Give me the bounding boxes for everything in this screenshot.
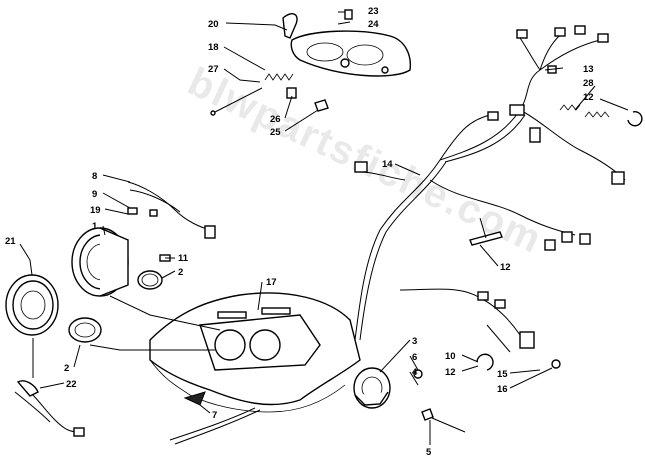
callout-24: 24 (368, 19, 379, 30)
dash-panel (149, 292, 361, 445)
callout-13: 13 (583, 64, 594, 75)
callout-6: 6 (412, 352, 417, 363)
gauge-speedometer (71, 227, 163, 297)
watermark: blwpartsfiche.com (181, 60, 549, 263)
callout-12-low: 12 (445, 367, 456, 378)
callout-4: 4 (412, 367, 418, 378)
callout-14: 14 (382, 159, 393, 170)
callout-17: 17 (266, 277, 277, 288)
callout-19: 19 (90, 205, 101, 216)
callout-2-lower: 2 (64, 363, 69, 374)
callout-20: 20 (208, 19, 219, 30)
callout-2-upper: 2 (178, 267, 183, 278)
callout-27: 27 (208, 64, 219, 75)
instrument-housing (210, 9, 412, 116)
fuel-gauge (353, 324, 561, 433)
callout-1: 1 (92, 221, 98, 232)
leader-lines (19, 11, 629, 445)
callout-25: 25 (270, 127, 281, 138)
tach-harness (14, 380, 85, 437)
callout-labels: 20 23 24 18 27 26 25 13 28 12 14 8 9 19 … (5, 6, 594, 458)
callout-11: 11 (178, 253, 189, 264)
callout-15: 15 (497, 369, 508, 380)
wiring-harness (354, 25, 643, 349)
callout-23: 23 (368, 6, 379, 17)
callout-9: 9 (92, 189, 97, 200)
callout-21: 21 (5, 236, 16, 247)
callout-8: 8 (92, 171, 97, 182)
callout-7: 7 (212, 410, 217, 421)
gauge-wire-harness (127, 181, 216, 262)
callout-16: 16 (497, 384, 508, 395)
callout-12-top: 12 (583, 92, 594, 103)
callout-18: 18 (208, 42, 219, 53)
callout-28: 28 (583, 78, 594, 89)
callout-5: 5 (426, 447, 432, 458)
callout-22: 22 (66, 379, 77, 390)
callout-3: 3 (412, 336, 417, 347)
gauge-tachometer (5, 274, 102, 343)
callout-12-mid: 12 (500, 262, 511, 273)
callout-10: 10 (445, 351, 456, 362)
callout-26: 26 (270, 114, 281, 125)
